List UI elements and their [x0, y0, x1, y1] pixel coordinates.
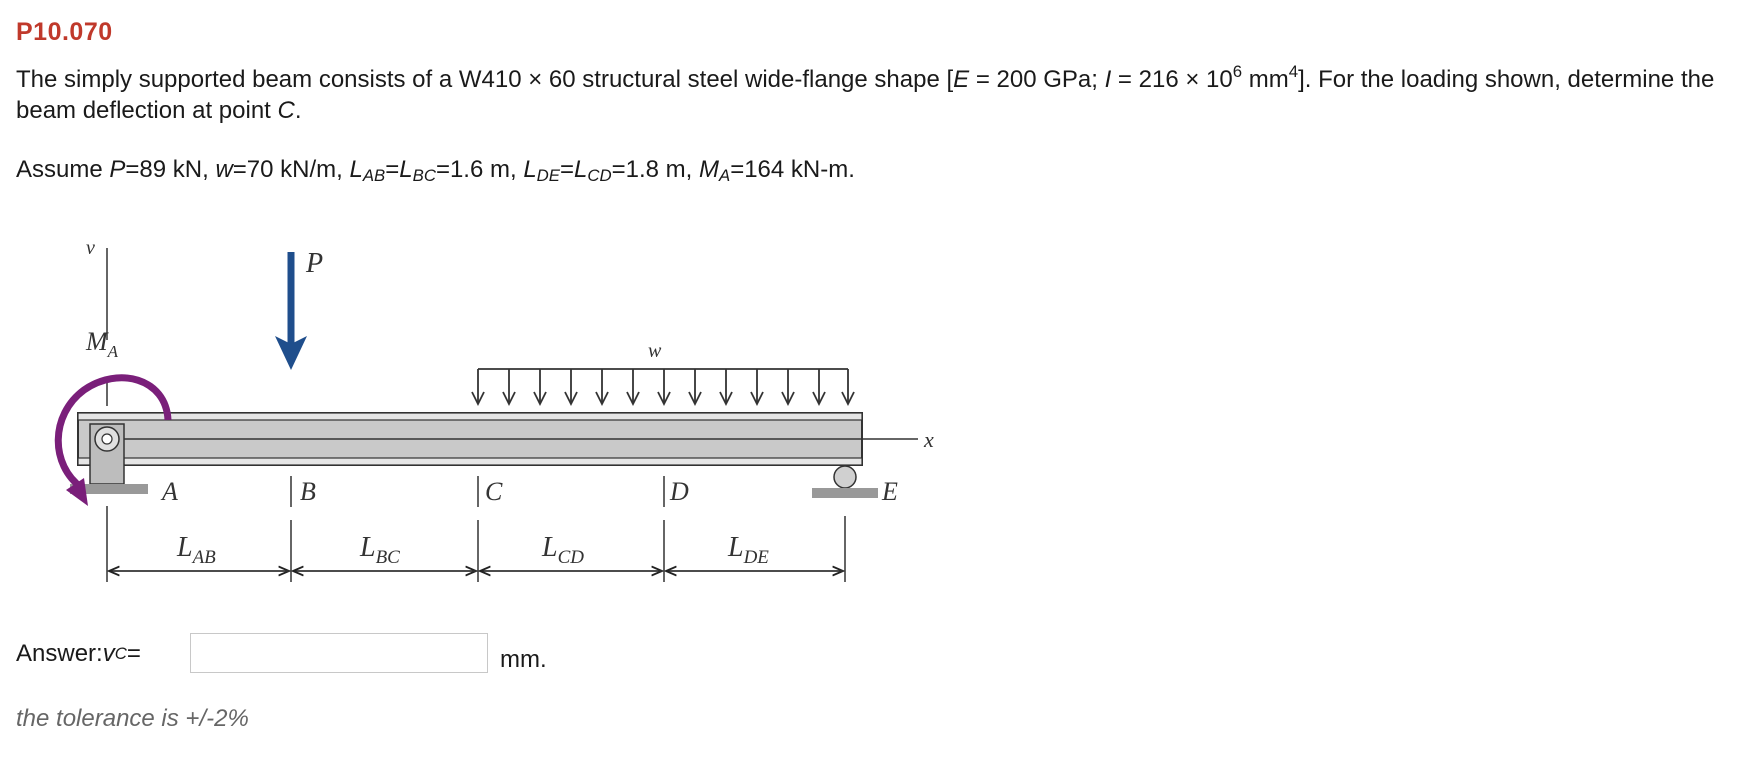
label-lbc: LBC	[359, 532, 400, 568]
problem-id: P10.070	[16, 18, 113, 46]
tolerance-note: the tolerance is +/-2%	[16, 705, 249, 732]
problem-statement: The simply supported beam consists of a …	[16, 61, 1715, 124]
x-label: x	[923, 427, 934, 452]
beam-diagram: v MA P w x A B C D E	[54, 237, 934, 582]
label-a: A	[160, 477, 178, 506]
answer-unit: mm.	[500, 646, 547, 673]
ma-label: MA	[85, 327, 119, 361]
p-label: P	[305, 248, 323, 279]
assumptions: Assume P=89 kN, w=70 kN/m, LAB=LBC=1.6 m…	[16, 156, 855, 186]
roller-support-e	[833, 465, 857, 489]
distributed-load-arrows	[471, 369, 855, 407]
p-arrow-head	[275, 336, 307, 370]
ground-e	[812, 488, 878, 498]
label-lab: LAB	[176, 532, 216, 568]
label-lcd: LCD	[541, 532, 584, 568]
label-d: D	[669, 477, 689, 506]
ground-a	[70, 484, 148, 494]
label-lde: LDE	[727, 532, 769, 568]
w-label: w	[648, 340, 662, 362]
label-c: C	[485, 477, 503, 506]
v-label: v	[86, 237, 95, 259]
answer-input[interactable]	[190, 633, 488, 673]
moment-ma-arrow	[54, 374, 172, 491]
label-b: B	[300, 477, 316, 506]
label-e: E	[881, 477, 898, 506]
